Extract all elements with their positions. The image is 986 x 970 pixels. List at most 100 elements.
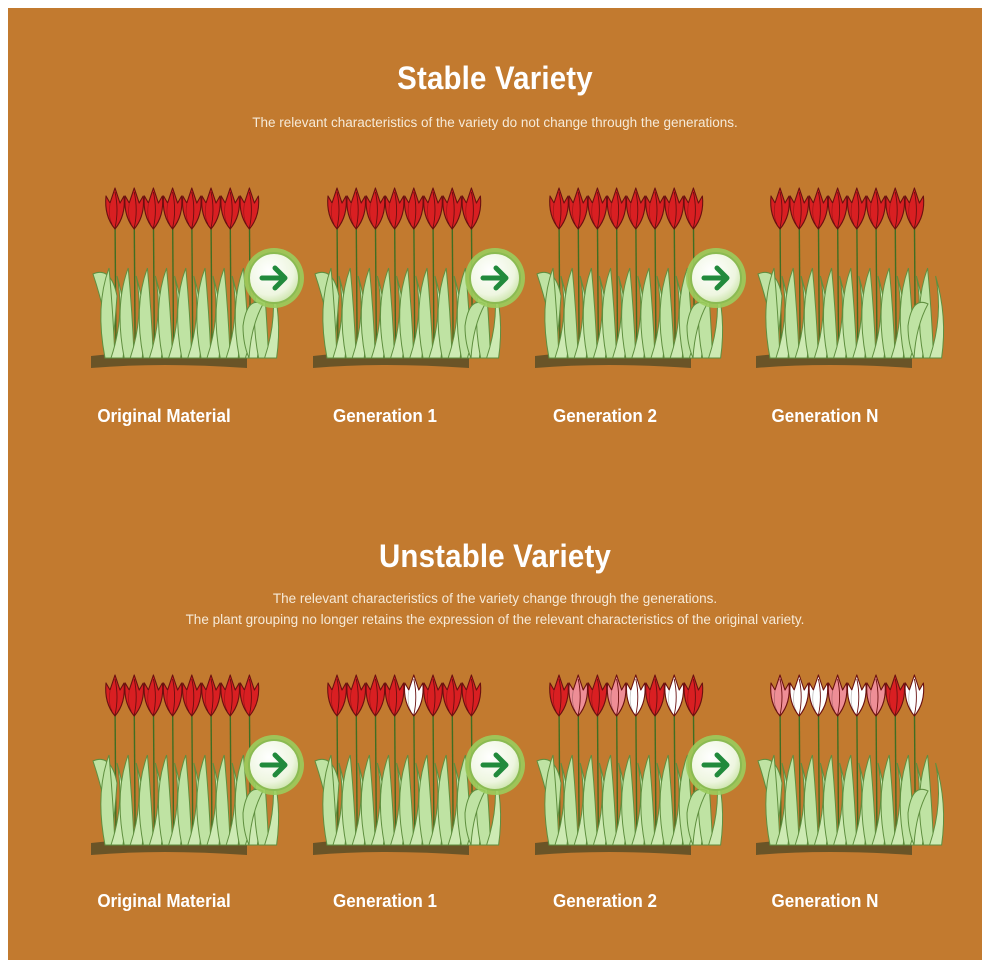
tulip-icon (828, 188, 847, 229)
tulip-icon (404, 188, 423, 229)
tulip-stem (395, 214, 396, 358)
tulip-icon (144, 675, 163, 716)
tulip-icon (240, 675, 259, 716)
tulip-stem (230, 701, 231, 845)
leaf-cluster (758, 268, 944, 358)
tulip-stem (838, 214, 839, 358)
tulip-stem (876, 214, 877, 358)
tulip-stem (452, 701, 453, 845)
stable-arrow-2 (686, 248, 746, 308)
tulip-icon (106, 188, 125, 229)
tulip-stem (134, 214, 135, 358)
tulip-icon (588, 675, 607, 716)
unstable-arrow-2 (686, 735, 746, 795)
tulip-icon (366, 188, 385, 229)
tulip-icon (202, 675, 221, 716)
tulip-icon (790, 675, 809, 716)
tulip-icon (828, 675, 847, 716)
tulip-icon (646, 188, 665, 229)
tulip-stem (414, 214, 415, 358)
tulip-stem (838, 701, 839, 845)
tulip-stem (818, 214, 819, 358)
tulip-stem (192, 701, 193, 845)
tulip-stem (597, 701, 598, 845)
unstable-arrow-0 (244, 735, 304, 795)
stable-arrow-1 (465, 248, 525, 308)
tulip-icon (626, 675, 645, 716)
tulip-stem (895, 701, 896, 845)
tulip-stem (780, 214, 781, 358)
tulip-icon (221, 188, 240, 229)
tulip-icon (569, 675, 588, 716)
tulip-stem (857, 214, 858, 358)
tulip-stem (674, 701, 675, 845)
tulip-icon (607, 188, 626, 229)
tulip-icon (607, 675, 626, 716)
tulip-icon (550, 188, 569, 229)
tulip-icon (404, 675, 423, 716)
tulip-icon (665, 188, 684, 229)
tulip-icon (790, 188, 809, 229)
tulip-icon (347, 188, 366, 229)
tulip-icon (328, 675, 347, 716)
tulip-stem (134, 701, 135, 845)
tulip-icon (847, 675, 866, 716)
tulip-icon (163, 188, 182, 229)
tulip-icon (163, 675, 182, 716)
tulip-stem (655, 214, 656, 358)
tulip-stem (395, 701, 396, 845)
tulip-icon (385, 188, 404, 229)
unstable-arrow-1 (465, 735, 525, 795)
tulip-stem (876, 701, 877, 845)
tulip-stem (617, 214, 618, 358)
tulip-icon (886, 188, 905, 229)
tulip-icon (125, 188, 144, 229)
tulip-stem (780, 701, 781, 845)
tulip-icon (424, 675, 443, 716)
tulip-stem (337, 701, 338, 845)
tulip-stem (211, 214, 212, 358)
tulip-stem (211, 701, 212, 845)
tulip-icon (905, 188, 924, 229)
tulip-icon (646, 675, 665, 716)
tulip-icon (221, 675, 240, 716)
tulip-stem (433, 701, 434, 845)
tulip-stem (895, 214, 896, 358)
tulip-icon (328, 188, 347, 229)
tulip-icon (240, 188, 259, 229)
tulip-stem (356, 214, 357, 358)
tulip-stem (578, 701, 579, 845)
tulip-stem (559, 701, 560, 845)
tulip-icon (144, 188, 163, 229)
tulip-icon (684, 188, 703, 229)
tulip-icon (771, 188, 790, 229)
tulip-stem (375, 701, 376, 845)
tulip-stem (153, 214, 154, 358)
tulip-icon (182, 188, 201, 229)
leaf-cluster (758, 755, 944, 845)
tulip-icon (462, 188, 481, 229)
tulip-icon (569, 188, 588, 229)
tulip-icon (867, 188, 886, 229)
tulip-icon (867, 675, 886, 716)
stable-arrow-0 (244, 248, 304, 308)
tulip-icon (125, 675, 144, 716)
tulip-stem (173, 701, 174, 845)
tulip-icon (905, 675, 924, 716)
tulip-stem (578, 214, 579, 358)
tulip-icon (771, 675, 790, 716)
tulip-icon (424, 188, 443, 229)
tulip-icon (588, 188, 607, 229)
tulip-stem (799, 214, 800, 358)
tulip-icon (684, 675, 703, 716)
tulip-stem (636, 701, 637, 845)
tulip-scene (8, 8, 982, 960)
tulip-stem (655, 701, 656, 845)
tulip-stem (153, 701, 154, 845)
tulip-stem (674, 214, 675, 358)
tulip-icon (366, 675, 385, 716)
tulip-icon (443, 675, 462, 716)
tulip-stem (115, 214, 116, 358)
tulip-stem (192, 214, 193, 358)
tulip-stem (375, 214, 376, 358)
